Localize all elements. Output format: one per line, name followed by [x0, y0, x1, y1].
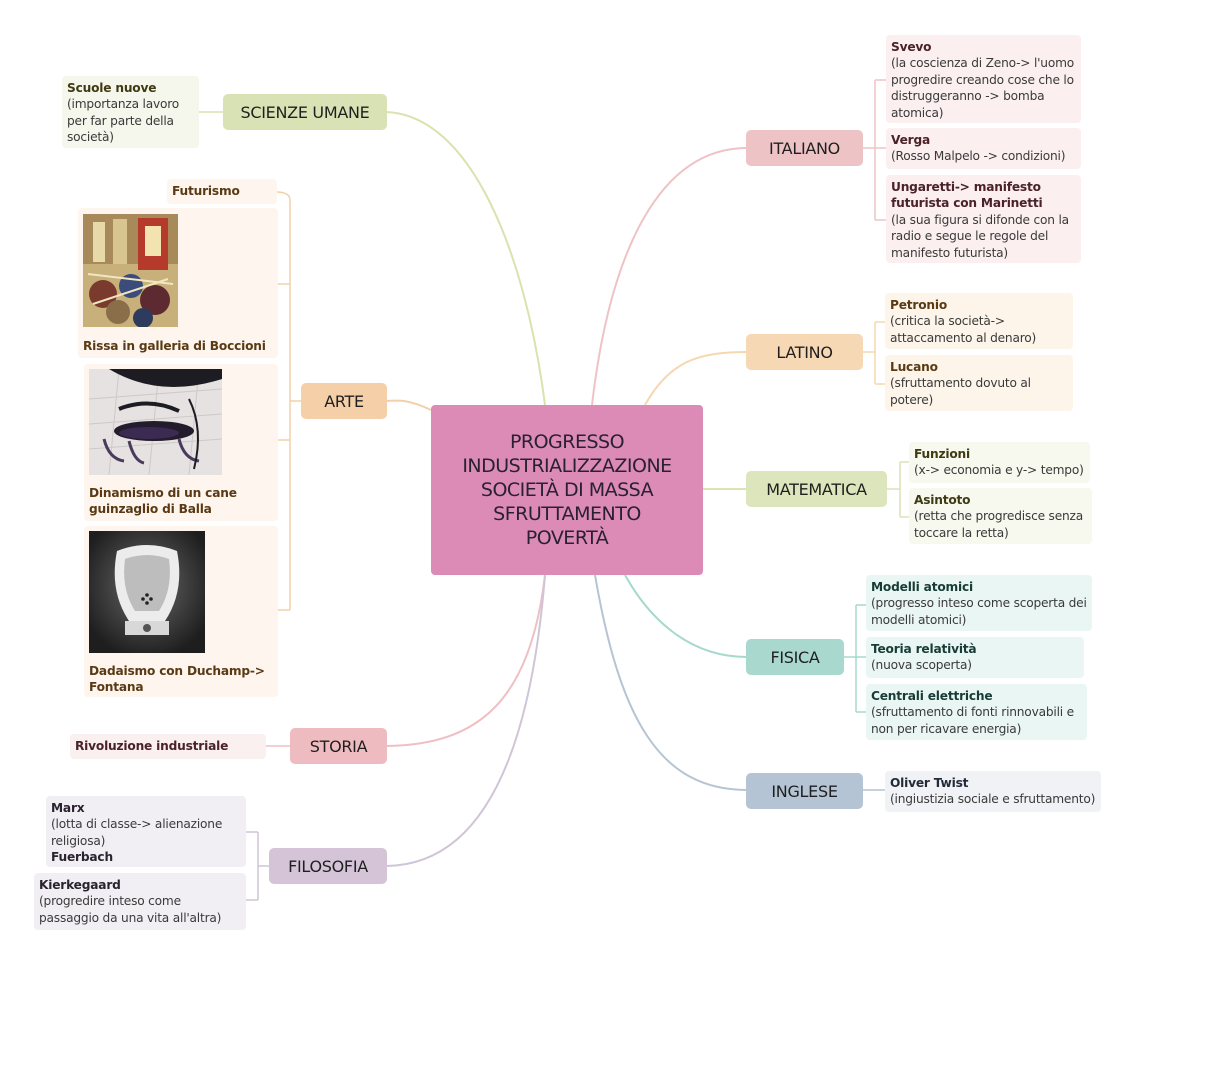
leaf-title: Ungaretti-> manifesto futurista con Mari… [891, 180, 1043, 211]
leaf-petronio[interactable]: Petronio (critica la società-> attaccame… [885, 293, 1073, 349]
leaf-title: Fuerbach [51, 850, 113, 865]
leaf-title: Kierkegaard [39, 878, 121, 892]
leaf-desc: (progredire inteso come passaggio da una… [39, 894, 222, 925]
leaf-title: Oliver Twist [890, 776, 969, 790]
leaf-title: Marx [51, 801, 85, 815]
branch-filosofia[interactable]: FILOSOFIA [269, 848, 387, 884]
leaf-asintoto[interactable]: Asintoto (retta che progredisce senza to… [909, 488, 1092, 544]
branch-inglese[interactable]: INGLESE [746, 773, 863, 809]
leaf-desc: (importanza lavoro per far parte della s… [67, 97, 180, 145]
leaf-caption: Dadaismo con Duchamp-> Fontana [89, 664, 265, 695]
leaf-rivoluzione-industriale[interactable]: Rivoluzione industriale [70, 734, 266, 759]
leaf-lucano[interactable]: Lucano (sfruttamento dovuto al potere) [885, 355, 1073, 411]
leaf-title: Petronio [890, 298, 948, 312]
branch-fisica[interactable]: FISICA [746, 639, 844, 675]
leaf-duchamp[interactable]: Dadaismo con Duchamp-> Fontana [84, 526, 278, 697]
leaf-ungaretti[interactable]: Ungaretti-> manifesto futurista con Mari… [886, 175, 1081, 263]
leaf-verga[interactable]: Verga (Rosso Malpelo -> condizioni) [886, 128, 1081, 169]
leaf-desc: (ingiustizia sociale e sfruttamento) [890, 792, 1096, 807]
leaf-marx[interactable]: Marx (lotta di classe-> alienazione reli… [46, 796, 246, 867]
artwork-fontana-image [89, 531, 205, 653]
branch-scienze-umane[interactable]: SCIENZE UMANE [223, 94, 387, 130]
painting-rissa-in-galleria-image [83, 214, 178, 327]
leaf-desc: (retta che progredisce senza toccare la … [914, 509, 1083, 540]
leaf-title: Rivoluzione industriale [75, 739, 229, 753]
central-line: POVERTÀ [525, 527, 609, 549]
leaf-title: Svevo [891, 40, 932, 54]
leaf-desc: (critica la società-> attaccamento al de… [890, 314, 1037, 345]
leaf-title: Lucano [890, 360, 938, 374]
leaf-title: Scuole nuove [67, 81, 157, 95]
leaf-title: Futurismo [172, 184, 240, 198]
leaf-title: Centrali elettriche [871, 689, 993, 703]
branch-storia[interactable]: STORIA [290, 728, 387, 764]
leaf-title: Funzioni [914, 447, 970, 461]
central-line: SOCIETÀ DI MASSA [480, 479, 654, 501]
leaf-desc: (sfruttamento dovuto al potere) [890, 376, 1031, 407]
leaf-caption: Dinamismo di un cane guinzaglio di Balla [89, 486, 237, 517]
leaf-funzioni[interactable]: Funzioni (x-> economia e y-> tempo) [909, 442, 1090, 483]
leaf-title: Modelli atomici [871, 580, 973, 594]
leaf-oliver-twist[interactable]: Oliver Twist (ingiustizia sociale e sfru… [885, 771, 1101, 812]
leaf-title: Asintoto [914, 493, 971, 507]
painting-dinamismo-cane-image [89, 369, 222, 475]
central-line: PROGRESSO [509, 431, 625, 453]
leaf-desc: (sfruttamento di fonti rinnovabili e non… [871, 705, 1074, 736]
branch-matematica[interactable]: MATEMATICA [746, 471, 887, 507]
leaf-desc: (lotta di classe-> alienazione religiosa… [51, 817, 223, 848]
leaf-balla[interactable]: Dinamismo di un cane guinzaglio di Balla [84, 364, 278, 521]
leaf-modelli-atomici[interactable]: Modelli atomici (progresso inteso come s… [866, 575, 1092, 631]
leaf-kierkegaard[interactable]: Kierkegaard (progredire inteso come pass… [34, 873, 246, 930]
leaf-title: Teoria relatività [871, 642, 977, 656]
leaf-futurismo[interactable]: Futurismo [167, 179, 277, 204]
leaf-desc: (la coscienza di Zeno-> l'uomo progredir… [891, 56, 1075, 120]
leaf-boccioni[interactable]: Rissa in galleria di Boccioni [78, 208, 278, 358]
leaf-teoria-relativita[interactable]: Teoria relatività (nuova scoperta) [866, 637, 1084, 678]
leaf-caption: Rissa in galleria di Boccioni [83, 339, 266, 353]
leaf-scuole-nuove[interactable]: Scuole nuove (importanza lavoro per far … [62, 76, 199, 148]
leaf-desc: (Rosso Malpelo -> condizioni) [891, 149, 1066, 164]
leaf-svevo[interactable]: Svevo (la coscienza di Zeno-> l'uomo pro… [886, 35, 1081, 123]
leaf-centrali-elettriche[interactable]: Centrali elettriche (sfruttamento di fon… [866, 684, 1087, 740]
branch-arte[interactable]: ARTE [301, 383, 387, 419]
leaf-desc: (la sua figura si difonde con la radio e… [891, 212, 1069, 260]
central-topic[interactable]: PROGRESSO INDUSTRIALIZZAZIONE SOCIETÀ DI… [431, 405, 703, 575]
leaf-desc: (progresso inteso come scoperta dei mode… [871, 596, 1087, 627]
leaf-title: Verga [891, 133, 930, 147]
central-line: INDUSTRIALIZZAZIONE [462, 455, 672, 477]
leaf-desc: (nuova scoperta) [871, 658, 972, 673]
leaf-desc: (x-> economia e y-> tempo) [914, 463, 1084, 478]
central-line: SFRUTTAMENTO [493, 503, 641, 525]
branch-italiano[interactable]: ITALIANO [746, 130, 863, 166]
branch-latino[interactable]: LATINO [746, 334, 863, 370]
